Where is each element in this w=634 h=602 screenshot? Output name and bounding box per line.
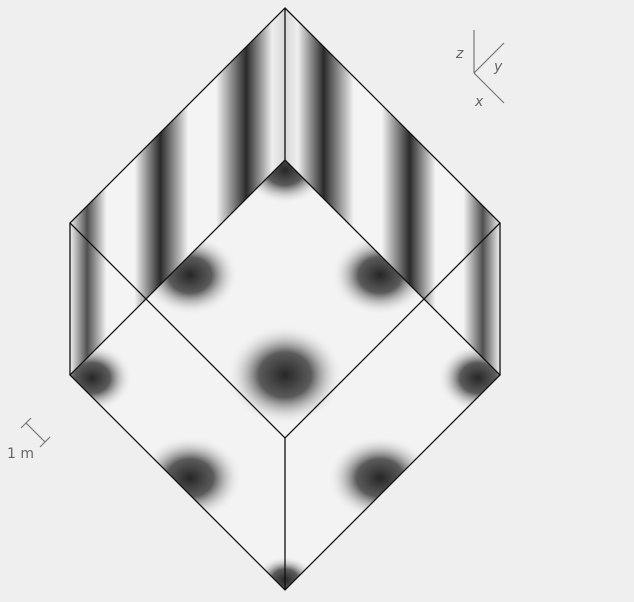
cube-edges	[69, 7, 501, 591]
y-axis-line	[473, 42, 505, 74]
axis-triad	[473, 30, 505, 104]
scale-bar-label: 1 m	[7, 446, 34, 462]
scale-bar	[20, 417, 51, 448]
y-axis-label: y	[493, 59, 503, 75]
x-axis-label: x	[474, 94, 484, 110]
x-axis-line	[473, 72, 505, 104]
z-axis-label: z	[455, 46, 464, 62]
